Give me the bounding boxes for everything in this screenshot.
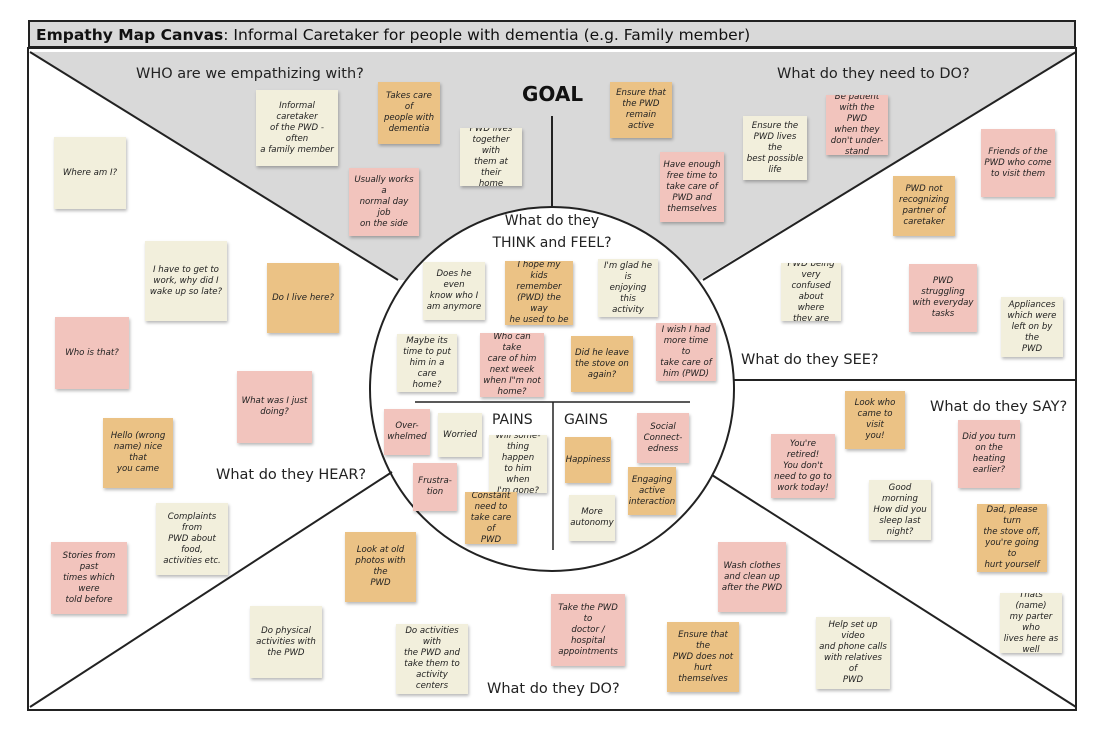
sticky-note-hear-4: Who is that? xyxy=(55,317,129,389)
sticky-note-think-7: I wish I had more time to take care of h… xyxy=(656,323,716,381)
sticky-note-hear-3: Do I live here? xyxy=(267,263,339,333)
pains-label: PAINS xyxy=(492,412,533,428)
sticky-note-need-3: Ensure the PWD lives the best possible l… xyxy=(743,116,807,180)
sticky-note-think-4: Maybe its time to put him in a care home… xyxy=(397,334,457,392)
sticky-note-gain-3: Engaging active interaction xyxy=(628,467,676,515)
think-label-line1: What do they xyxy=(504,213,600,229)
sticky-note-hear-7: Complaints from PWD about food, activiti… xyxy=(156,503,228,575)
sticky-note-see-3: PWD being very confused about where they… xyxy=(781,263,841,321)
think-label-line2: THINK and FEEL? xyxy=(492,235,612,251)
sticky-note-say-2: Did you turn on the heating earlier? xyxy=(958,420,1020,488)
sticky-note-do-5: Ensure that the PWD does not hurt themse… xyxy=(667,622,739,692)
sticky-note-think-1: Does he even know who I am anymore xyxy=(423,262,485,320)
sticky-note-pain-2: Worried xyxy=(438,413,482,457)
sticky-note-need-2: Have enough free time to take care of PW… xyxy=(660,152,724,222)
sticky-note-gain-4: More autonomy xyxy=(569,495,615,541)
sticky-note-who-2: Takes care of people with dementia xyxy=(378,82,440,144)
sticky-note-who-1: Informal caretaker of the PWD - often a … xyxy=(256,90,338,166)
hear-label: What do they HEAR? xyxy=(216,467,367,483)
sticky-note-hear-8: Stories from past times which were told … xyxy=(51,542,127,614)
canvas-title-bold: Empathy Map Canvas xyxy=(36,26,224,44)
diagonal-bottom-left xyxy=(29,471,393,708)
do-label: What do they DO? xyxy=(487,681,620,697)
diagonal-top-right xyxy=(702,51,1077,281)
sticky-note-say-5: Dad, please turn the stove off, you're g… xyxy=(977,504,1047,572)
who-label: WHO are we empathizing with? xyxy=(136,66,364,82)
sticky-note-say-1: Look who came to visit you! xyxy=(845,391,905,449)
sticky-note-hear-2: I have to get to work, why did I wake up… xyxy=(145,241,227,321)
sticky-note-hear-6: Hello (wrong name) nice that you came xyxy=(103,418,173,488)
sticky-note-say-3: You're retired! You don't need to go to … xyxy=(771,434,835,498)
sticky-note-hear-1: Where am I? xyxy=(54,137,126,209)
need-to-do-label: What do they need to DO? xyxy=(777,66,970,82)
sticky-note-need-1: Ensure that the PWD remain active xyxy=(610,82,672,138)
sticky-note-need-4: Be patient with the PWD when they don't … xyxy=(826,95,888,155)
gains-label: GAINS xyxy=(564,412,608,428)
sticky-note-pain-5: Constant need to take care of PWD xyxy=(465,492,517,544)
sticky-note-gain-2: Happiness xyxy=(565,437,611,483)
sticky-note-do-4: Take the PWD to doctor / hospital appoin… xyxy=(551,594,625,666)
sticky-note-think-6: Did he leave the stove on again? xyxy=(571,336,633,392)
sticky-note-do-1: Look at old photos with the PWD xyxy=(345,532,416,602)
sticky-note-who-4: PWD lives together with them at their ho… xyxy=(460,128,522,186)
diagonal-bottom-right xyxy=(711,474,1077,708)
sticky-note-do-6: Wash clothes and clean up after the PWD xyxy=(718,542,786,612)
sticky-note-think-5: Who can take care of him next week when … xyxy=(480,333,544,397)
sticky-note-do-2: Do physical activities with the PWD xyxy=(250,606,322,678)
sticky-note-say-4: Good morning How did you sleep last nigh… xyxy=(869,480,931,540)
goal-label: GOAL xyxy=(522,82,584,106)
sticky-note-think-3: I'm glad he is enjoying this activity xyxy=(598,259,658,317)
sticky-note-see-1: Friends of the PWD who come to visit the… xyxy=(981,129,1055,197)
sticky-note-who-3: Usually works a normal day job on the si… xyxy=(349,168,419,236)
sticky-note-pain-1: Over- whelmed xyxy=(384,409,430,455)
canvas-title-rest: : Informal Caretaker for people with dem… xyxy=(223,26,751,44)
sticky-note-hear-5: What was I just doing? xyxy=(237,371,312,443)
sticky-note-see-5: Appliances which were left on by the PWD xyxy=(1001,297,1063,357)
sticky-note-think-2: I hope my kids remember (PWD) the way he… xyxy=(505,261,573,325)
sticky-note-pain-3: Will some- thing happen to him when I'm … xyxy=(489,435,547,493)
diagonal-top-left xyxy=(29,51,399,281)
sticky-note-do-3: Do activities with the PWD and take them… xyxy=(396,624,468,694)
sticky-note-pain-4: Frustra- tion xyxy=(413,463,457,511)
see-label: What do they SEE? xyxy=(741,352,879,368)
center-circle xyxy=(369,206,735,572)
sticky-note-see-4: PWD struggling with everyday tasks xyxy=(909,264,977,332)
sticky-note-gain-1: Social Connect- edness xyxy=(637,413,689,463)
sticky-note-say-6: Thats (name) my parter who lives here as… xyxy=(1000,593,1062,653)
sticky-note-do-7: Help set up video and phone calls with r… xyxy=(816,617,890,689)
sticky-note-see-2: PWD not recognizing partner of caretaker xyxy=(893,176,955,236)
say-label: What do they SAY? xyxy=(930,399,1068,415)
canvas-title: Empathy Map Canvas: Informal Caretaker f… xyxy=(28,20,1076,48)
